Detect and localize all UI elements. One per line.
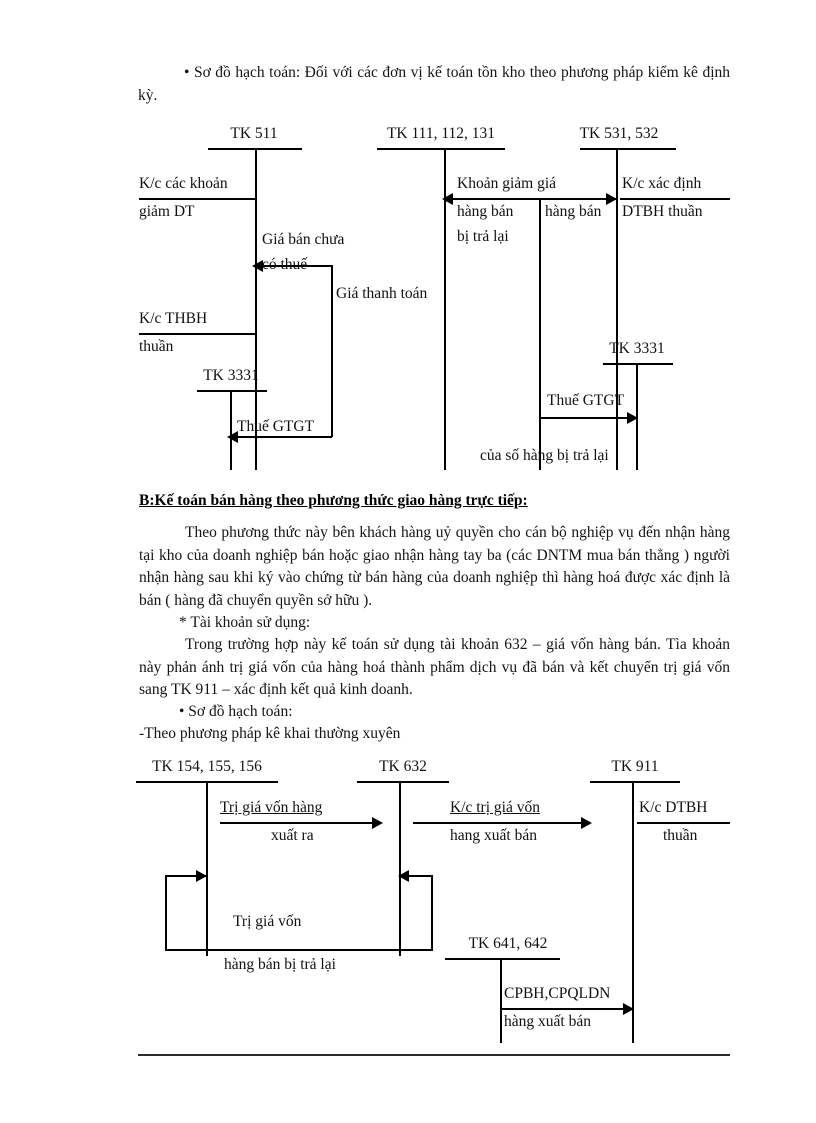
body-paragraph-2: Trong trường hợp này kế toán sử dụng tài… — [139, 634, 730, 702]
entry-kc-cac-khoan-line1: K/c các khoản — [139, 175, 228, 192]
tstem-tk511 — [255, 148, 257, 470]
diagram-line-text: • Sơ đồ hạch toán: — [179, 703, 293, 720]
entry-tri-gia-von-hang-line2: xuất ra — [271, 827, 314, 844]
entry-tri-gia-von-line1: Trị giá vốn — [233, 913, 302, 930]
entry-hang-ban-right: hàng bán — [545, 203, 602, 220]
underline-kc-dtbh — [637, 822, 730, 824]
arrowhead-gia-ban-chua — [252, 260, 263, 272]
tbar-tk3331-right — [603, 363, 673, 365]
account-header-tk911: TK 911 — [611, 758, 659, 775]
tbar-tk111 — [377, 148, 505, 150]
underline-kc-xac-dinh — [620, 198, 730, 200]
tbar-tk3331-left — [197, 390, 267, 392]
entry-gia-ban-chua-line2: có thuế — [262, 256, 307, 274]
body-paragraph-1: Theo phương thức này bên khách hàng uỷ q… — [139, 522, 730, 612]
arrowhead-kc-tri-gia-von — [581, 817, 592, 829]
account-header-tk3331-left: TK 3331 — [203, 367, 259, 384]
entry-thue-gtgt-right: Thuế GTGT — [547, 392, 625, 409]
entry-khoan-giam-gia-line1: Khoản giảm giá — [457, 175, 557, 192]
connector-thue-gtgt-right — [539, 417, 637, 419]
tstem-tk3331-left — [230, 390, 232, 470]
entry-gia-thanh-toan: Giá thanh toán — [336, 285, 428, 302]
method-line: -Theo phương pháp kê khai thường xuyên — [139, 723, 730, 746]
entry-kc-dtbh-line2: thuần — [663, 827, 698, 844]
entry-cua-so-hang: của số hàng bị trả lại — [480, 447, 609, 464]
account-header-tk111: TK 111, 112, 131 — [386, 125, 496, 142]
tbar-tk911 — [590, 781, 680, 783]
entry-kc-tri-gia-von-line1: K/c trị giá vốn — [450, 799, 540, 816]
arrowhead-tri-gia-von-hang — [372, 817, 383, 829]
body-paragraph-2-text: Trong trường hợp này kế toán sử dụng tài… — [139, 636, 730, 698]
account-header-tk632: TK 632 — [379, 758, 427, 775]
arrowhead-loop-right — [398, 870, 409, 882]
underline-kc-cac-khoan — [139, 198, 257, 200]
connector-khoan-giam-gia — [452, 198, 618, 200]
diagram-1: TK 511 TK 111, 112, 131 TK 531, 532 K/c … — [0, 0, 816, 480]
arrowhead-kc-xac-dinh — [606, 193, 617, 205]
entry-khoan-giam-gia-line3: bị trả lại — [457, 228, 509, 245]
entry-kc-dtbh-line1: K/c DTBH — [639, 799, 708, 816]
entry-cpbh-line1: CPBH,CPQLDN — [504, 985, 611, 1002]
tstem-tk911 — [632, 781, 634, 1043]
tstem-tk632 — [399, 781, 401, 956]
footer-rule — [138, 1054, 730, 1056]
connector-kc-tri-gia-von — [413, 822, 585, 824]
entry-kc-xac-dinh-line2: DTBH thuần — [622, 203, 703, 220]
connector-middle-vertical — [539, 198, 541, 470]
section-heading: B:Kế toán bán hàng theo phương thức giao… — [139, 492, 528, 509]
account-header-tk3331-right: TK 3331 — [609, 340, 665, 357]
entry-kc-cac-khoan-line2: giảm DT — [139, 203, 195, 220]
entry-tri-gia-von-hang-line1: Trị giá vốn hàng — [220, 799, 323, 816]
arrowhead-thue-gtgt-left — [227, 431, 238, 443]
entry-kc-xac-dinh-line1: K/c xác định — [622, 175, 702, 192]
accounts-used-line: * Tài khoản sử dụng: — [139, 612, 730, 635]
connector-thue-gtgt-left — [237, 436, 332, 438]
connector-gia-ban-chua — [262, 265, 333, 267]
tbar-tk641 — [445, 958, 560, 960]
loop-left-vertical — [165, 875, 167, 951]
tstem-tk154 — [206, 781, 208, 956]
account-header-tk641: TK 641, 642 — [468, 935, 548, 952]
entry-kc-tri-gia-von-line2: hang xuất bán — [450, 827, 537, 844]
account-header-tk531: TK 531, 532 — [579, 125, 659, 142]
loop-right-vertical — [431, 875, 433, 951]
connector-gia-thanh-toan-vertical — [331, 265, 333, 437]
body-paragraph-1-text: Theo phương thức này bên khách hàng uỷ q… — [139, 524, 730, 609]
arrowhead-thue-gtgt-right — [627, 412, 638, 424]
tbar-tk531 — [580, 148, 676, 150]
method-line-text: -Theo phương pháp kê khai thường xuyên — [139, 725, 401, 742]
loop-right-arm — [401, 875, 433, 877]
diagram-line: • Sơ đồ hạch toán: — [139, 701, 730, 724]
connector-cpbh — [500, 1008, 633, 1010]
entry-kc-thbh-line2: thuần — [139, 338, 174, 355]
entry-cpbh-line2: hàng xuất bán — [504, 1013, 591, 1030]
intro-paragraph-text: • Sơ đồ hạch toán: Đối với các đơn vị kế… — [138, 64, 730, 104]
account-header-tk154: TK 154, 155, 156 — [152, 758, 262, 775]
loop-bottom — [165, 949, 433, 951]
entry-thue-gtgt-left: Thuế GTGT — [237, 418, 315, 435]
entry-gia-ban-chua-line1: Giá bán chưa — [262, 231, 345, 248]
tbar-tk632 — [357, 781, 449, 783]
loop-left-arm — [165, 875, 207, 877]
tstem-tk111 — [444, 148, 446, 470]
underline-kc-thbh — [139, 333, 257, 335]
entry-kc-thbh-line1: K/c THBH — [139, 310, 208, 327]
connector-tri-gia-von-hang — [220, 822, 376, 824]
account-header-tk511: TK 511 — [230, 125, 278, 142]
entry-khoan-giam-gia-line2: hàng bán — [457, 203, 514, 220]
tstem-tk531 — [616, 148, 618, 470]
accounts-used-text: * Tài khoản sử dụng: — [179, 614, 311, 631]
arrowhead-loop-left — [196, 870, 207, 882]
entry-tri-gia-von-line2: hàng bán bị trả lại — [224, 956, 336, 973]
arrowhead-khoan-giam-gia — [442, 193, 453, 205]
intro-paragraph: • Sơ đồ hạch toán: Đối với các đơn vị kế… — [138, 62, 730, 107]
tstem-tk641 — [500, 958, 502, 1043]
arrowhead-cpbh — [623, 1003, 634, 1015]
